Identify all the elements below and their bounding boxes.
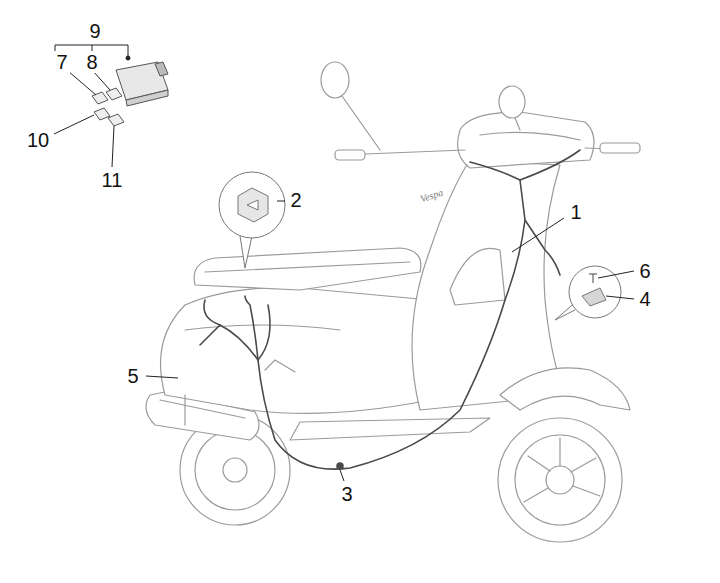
callout-number: 11 xyxy=(100,169,125,191)
brand-logo: Vespa xyxy=(417,186,447,206)
callout-number: 9 xyxy=(87,20,102,42)
callout-number: 5 xyxy=(125,365,140,387)
callout-number: 7 xyxy=(54,51,69,73)
callout-number: 10 xyxy=(25,129,51,151)
callout-number: 4 xyxy=(637,288,652,310)
callout-number: 3 xyxy=(339,483,354,505)
callout-number: 2 xyxy=(288,189,303,211)
callout-number: 1 xyxy=(568,201,583,223)
callout-number: 8 xyxy=(84,51,99,73)
callout-number: 6 xyxy=(637,260,652,282)
